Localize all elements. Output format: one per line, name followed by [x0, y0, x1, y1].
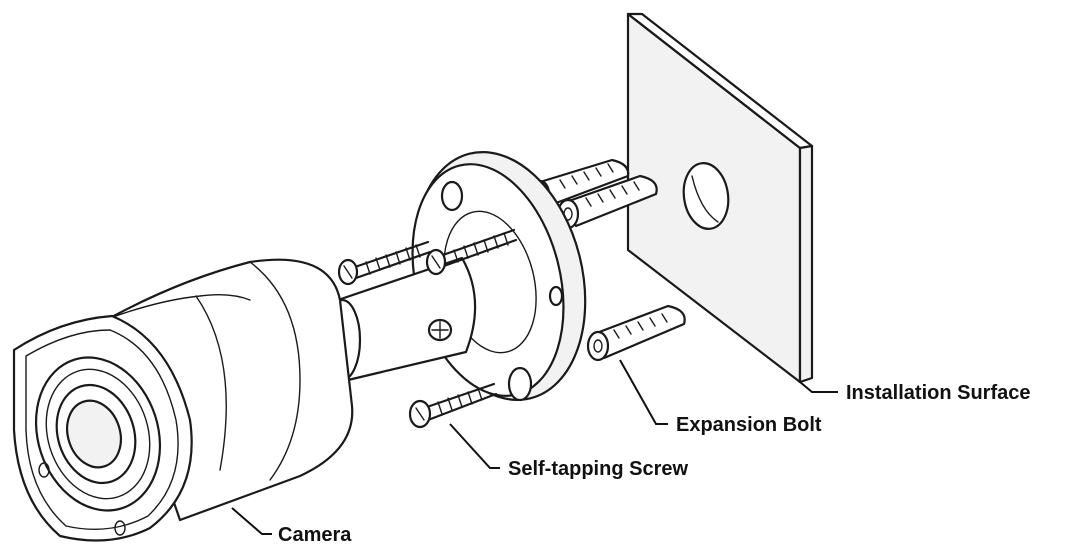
label-camera: Camera: [278, 524, 352, 546]
leader-installation-surface: [799, 381, 838, 393]
expansion-bolt-bottom: [586, 304, 686, 362]
self-tapping-screw-center: [425, 228, 518, 276]
label-self-tapping-screw: Self-tapping Screw: [508, 458, 688, 480]
leader-self-tapping-screw: [449, 423, 500, 469]
leader-expansion-bolt: [619, 359, 668, 425]
label-installation-surface: Installation Surface: [846, 382, 1031, 404]
label-expansion-bolt: Expansion Bolt: [676, 414, 822, 436]
self-tapping-screw-left: [337, 240, 432, 286]
leader-camera: [231, 507, 272, 535]
camera: [12, 258, 354, 542]
self-tapping-screw-bottom: [408, 382, 498, 429]
installation-surface: [626, 12, 814, 384]
